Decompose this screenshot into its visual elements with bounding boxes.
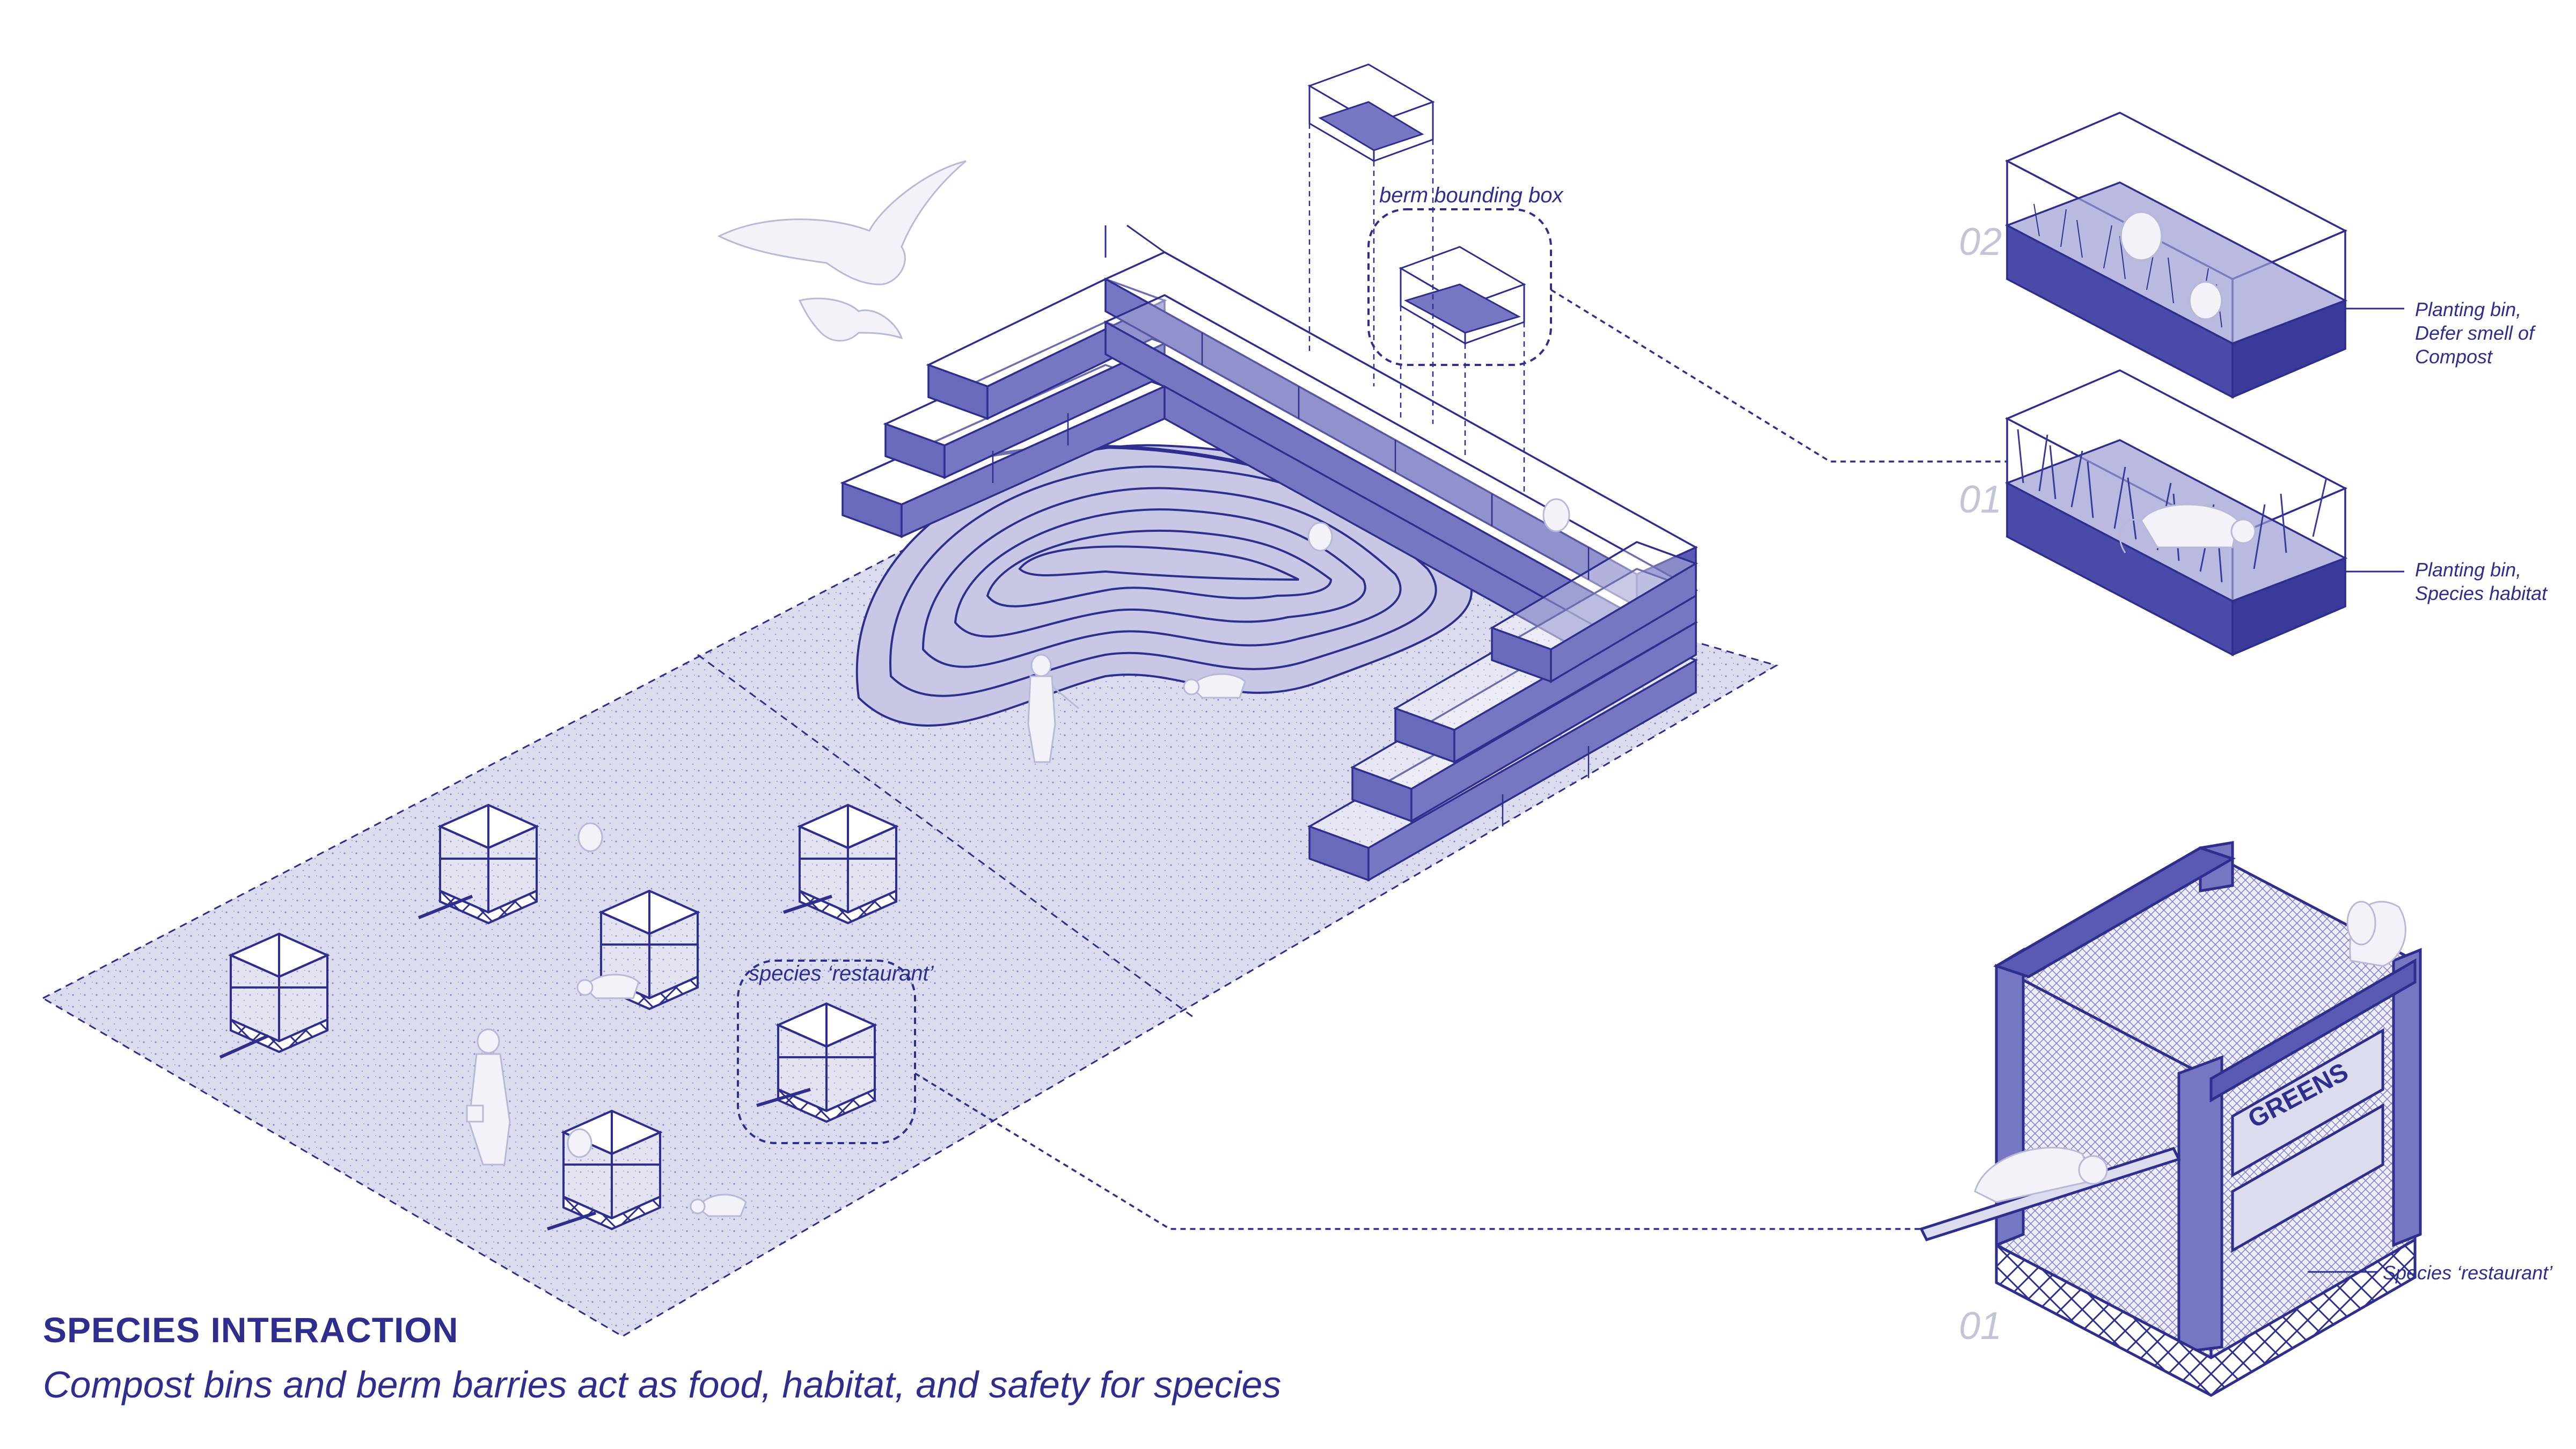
coati-ground (690, 1194, 747, 1217)
species-restaurant-site-label: species ‘restaurant’ (749, 962, 934, 985)
squirrel-ground-2 (567, 1128, 592, 1158)
detail-planting-bin-01 (2004, 369, 2404, 656)
wall-module-divisions (992, 333, 1590, 826)
projection-lines (1308, 123, 1525, 494)
figure-subtitle: Compost bins and berm barries act as foo… (43, 1364, 1282, 1406)
berm-mound (855, 444, 1473, 727)
front-wall-tier-4 (1489, 541, 1699, 684)
person-standing-mound (1027, 654, 1079, 763)
leader-lines (914, 289, 2007, 1230)
compost-bin (598, 889, 700, 1011)
coati-in-bin (2119, 503, 2256, 553)
squirrel-on-bin (2346, 901, 2406, 967)
squirrel-ground-1 (577, 822, 603, 852)
species-figures (466, 160, 1570, 1217)
planting-bin-01-label: Planting bin, Species habitat (2415, 559, 2548, 604)
species-restaurant-detail-label: Species ‘restaurant’ (2383, 1262, 2553, 1284)
compost-bin (756, 1002, 877, 1123)
compost-bin (219, 932, 330, 1059)
compost-bin (418, 803, 539, 925)
planting-bin-02-label: Planting bin, Defer smell of Compost (2415, 298, 2535, 368)
berm-bounding-box-label: berm bounding box (1379, 184, 1563, 207)
squirrel-on-berm (1307, 522, 1333, 552)
seagull-small (798, 297, 903, 342)
coati-on-ramp (1974, 1147, 2108, 1203)
figure-title: SPECIES INTERACTION (43, 1310, 459, 1350)
detail-number-restaurant: 01 (1959, 1305, 2002, 1348)
berm-planter-walls (840, 224, 1699, 882)
squirrel-on-wall (1542, 498, 1570, 532)
detail-number-bin-02: 02 (1959, 221, 2002, 264)
compost-bin (783, 803, 899, 925)
person-with-basket (466, 1028, 511, 1166)
coati-at-bin (576, 974, 640, 999)
species-restaurant-callout (737, 960, 916, 1144)
detail-planting-bin-02 (2004, 112, 2404, 399)
detail-number-bin-01: 01 (1959, 478, 2002, 521)
berm-bounding-box-callout (1367, 208, 1552, 366)
coati-near-mound (1183, 673, 1246, 699)
exploded-berm-boxes (1307, 63, 1552, 494)
floating-box-bounded (1399, 246, 1526, 345)
seagull-large (717, 160, 967, 286)
floating-box-top (1307, 63, 1435, 163)
detail-species-restaurant-bin (1919, 841, 2422, 1397)
